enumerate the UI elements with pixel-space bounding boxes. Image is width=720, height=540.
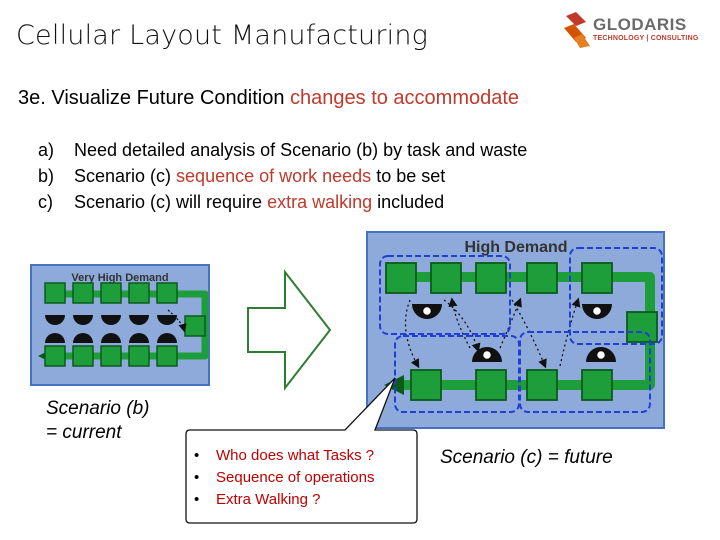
list-text: to be set bbox=[371, 166, 446, 186]
walk-path bbox=[404, 299, 420, 369]
operator-zone bbox=[379, 255, 511, 335]
section-heading: 3e. Visualize Future Condition changes t… bbox=[18, 87, 519, 110]
bullet-icon: • bbox=[194, 491, 200, 508]
bullet-icon: • bbox=[194, 469, 200, 486]
workstation bbox=[72, 345, 94, 367]
workstation bbox=[475, 369, 507, 401]
panel-title: High Demand bbox=[464, 239, 567, 256]
workstation bbox=[430, 262, 462, 294]
operator-icon bbox=[101, 333, 121, 343]
section-heading-part2: changes to accommodate bbox=[290, 87, 520, 109]
operator-icon bbox=[157, 333, 177, 343]
section-heading-part1: 3e. Visualize Future Condition bbox=[18, 87, 291, 109]
workstation bbox=[44, 282, 66, 304]
workstation bbox=[156, 282, 178, 304]
operator-zone bbox=[569, 247, 663, 345]
workstation bbox=[128, 282, 150, 304]
workstation bbox=[100, 282, 122, 304]
list-marker: b) bbox=[38, 166, 55, 186]
list-item: a) Need detailed analysis of Scenario (b)… bbox=[38, 137, 527, 163]
callout-item: • Extra Walking ? bbox=[194, 489, 374, 511]
callout-item: • Sequence of operations bbox=[194, 467, 374, 489]
workstation bbox=[156, 345, 178, 367]
operator-icon bbox=[45, 315, 65, 325]
list-text: Scenario (c) bbox=[74, 166, 177, 186]
workstation bbox=[44, 345, 66, 367]
operator-icon bbox=[73, 333, 93, 343]
diagram-high-demand: High Demand bbox=[366, 231, 665, 429]
operator-icon bbox=[129, 333, 149, 343]
callout-item: • Who does what Tasks ? bbox=[194, 445, 374, 467]
operator-icon bbox=[157, 315, 177, 325]
operator-icon bbox=[45, 333, 65, 343]
panel-title: Very High Demand bbox=[71, 272, 168, 284]
workstation bbox=[100, 345, 122, 367]
workstation bbox=[410, 369, 442, 401]
list-item: b) Scenario (c) sequence of work needs to… bbox=[38, 163, 527, 189]
list-text-highlight: extra walking bbox=[267, 192, 373, 212]
walk-path bbox=[167, 309, 187, 333]
list-text-highlight: sequence of work needs bbox=[176, 166, 372, 186]
callout-item-text: Who does what Tasks ? bbox=[216, 447, 375, 464]
scenario-b-label-line2: = current bbox=[46, 422, 122, 443]
workstation bbox=[581, 262, 613, 294]
operator-icon bbox=[73, 315, 93, 325]
workstation bbox=[526, 369, 558, 401]
operator-icon bbox=[101, 315, 121, 325]
bullet-icon: • bbox=[194, 447, 200, 464]
transition-arrow-icon bbox=[247, 269, 332, 391]
workstation bbox=[128, 345, 150, 367]
slide-title: Cellular Layout Manufacturing bbox=[16, 20, 429, 51]
operator-icon bbox=[412, 304, 442, 319]
list-text: included bbox=[372, 192, 445, 212]
list-item: c) Scenario (c) will require extra walkin… bbox=[38, 189, 527, 215]
scenario-c-label: Scenario (c) = future bbox=[440, 447, 613, 468]
workstation bbox=[526, 262, 558, 294]
callout-box bbox=[185, 377, 418, 524]
logo-tagline: TECHNOLOGY | CONSULTING bbox=[593, 35, 699, 42]
operator-icon bbox=[582, 304, 612, 319]
glodaris-logo: GLODARIS TECHNOLOGY | CONSULTING bbox=[560, 8, 710, 58]
diagram-very-high-demand: Very High Demand bbox=[30, 264, 210, 386]
walk-path bbox=[448, 297, 471, 349]
list-marker: a) bbox=[38, 140, 55, 160]
operator-zone bbox=[519, 331, 651, 413]
workstation bbox=[385, 262, 417, 294]
callout-item-text: Sequence of operations bbox=[216, 469, 375, 486]
logo-wordmark: GLODARIS bbox=[593, 15, 687, 34]
callout-questions: • Who does what Tasks ? • Sequence of oper… bbox=[194, 445, 374, 511]
callout-item-text: Extra Walking ? bbox=[216, 491, 321, 508]
scenario-b-label-line1: Scenario (b) bbox=[46, 398, 150, 419]
workstation bbox=[184, 315, 206, 337]
logo-mark-icon bbox=[564, 12, 590, 48]
walk-path bbox=[443, 299, 481, 353]
list-marker: c) bbox=[38, 192, 53, 212]
workstation bbox=[72, 282, 94, 304]
workstation bbox=[626, 311, 658, 343]
operator-icon bbox=[129, 315, 149, 325]
scenario-b-label: Scenario (b) = current bbox=[46, 397, 150, 445]
list-text: Scenario (c) will require bbox=[74, 192, 268, 212]
workstation bbox=[581, 369, 613, 401]
requirements-list: a) Need detailed analysis of Scenario (b)… bbox=[38, 137, 527, 215]
operator-icon bbox=[586, 347, 616, 362]
list-text: Need detailed analysis of Scenario (b) b… bbox=[74, 140, 528, 160]
operator-zone bbox=[394, 335, 520, 413]
workstation bbox=[475, 262, 507, 294]
